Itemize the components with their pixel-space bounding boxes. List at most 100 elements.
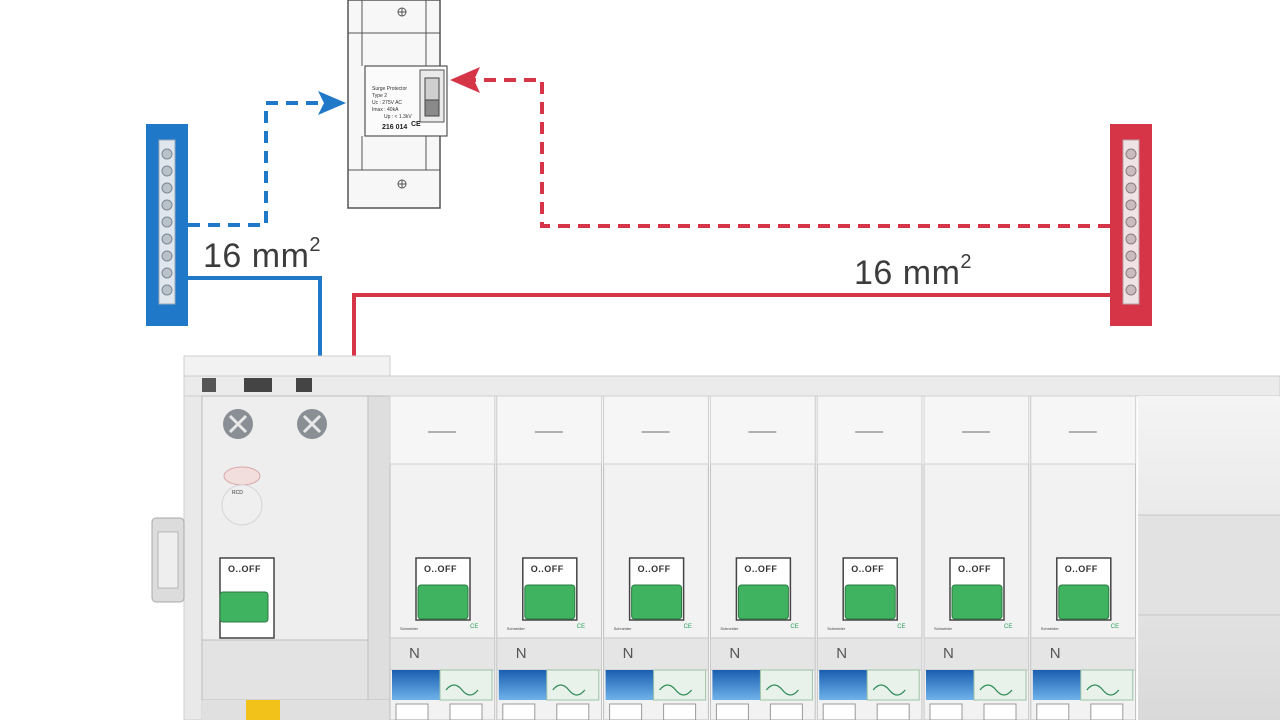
breaker-ce-mark: CE [790, 624, 799, 630]
breaker-off-label: O..OFF [424, 564, 457, 574]
breaker-screw-slot [449, 703, 483, 720]
circuit-breaker [1030, 395, 1137, 720]
breaker-cover [709, 395, 816, 465]
breaker-off-label: O..OFF [637, 564, 671, 574]
breaker-terminal-blue [605, 670, 654, 700]
breaker-toggle [844, 584, 896, 620]
phase-terminal-hole [1125, 165, 1137, 177]
breaker-toggle [951, 584, 1003, 620]
breaker-screw-slot [1090, 703, 1124, 720]
earth-terminal-hole [161, 216, 173, 228]
breaker-ce-mark: CE [1004, 624, 1013, 630]
breaker-terminal-label [546, 669, 600, 701]
phase-cable-size-label: 16 mm2 [854, 251, 972, 293]
breaker-terminal-mark [765, 684, 799, 696]
phase-terminal-hole [1125, 250, 1137, 262]
breaker-screw-slot [556, 703, 590, 720]
surge-protector-ref: 216 014 [382, 124, 408, 131]
breaker-off-label: O..OFF [1064, 564, 1098, 574]
breaker-cover [816, 395, 923, 465]
earth-terminal-hole [161, 284, 173, 296]
circuit-breaker [389, 395, 496, 720]
breaker-neutral-label: N [729, 645, 741, 662]
breaker-brand: Schneider [506, 626, 525, 631]
breaker-terminal-mark [445, 684, 479, 696]
earth-arrow-icon [318, 91, 346, 115]
breaker-toggle [631, 584, 683, 620]
breaker-terminal-label [973, 669, 1027, 701]
breaker-terminal-mark [1086, 684, 1120, 696]
breaker-brand: Schneider [720, 626, 739, 631]
breaker-terminal-blue [926, 670, 974, 700]
surge-protector-line: Type 2 [372, 93, 388, 99]
breaker-screw-slot [929, 703, 963, 720]
breaker-screw-slot [769, 703, 803, 720]
breaker-terminal-label [1080, 669, 1134, 701]
earth-terminal-hole [161, 148, 173, 160]
breaker-cover [923, 395, 1030, 465]
breaker-brand: Schneider [934, 626, 953, 631]
earth-terminal-hole [161, 233, 173, 245]
breaker-off-label: O..OFF [958, 564, 991, 574]
surge-protector-line: Surge Protector [372, 86, 408, 92]
breaker-ce-mark: CE [576, 624, 586, 630]
breaker-cover [496, 395, 603, 465]
surge-protector-ce: CE [411, 121, 421, 128]
earth-wire [188, 276, 322, 358]
surge-protector-line: Uc : 275V AC [372, 100, 403, 106]
breaker-terminal-blue [1032, 670, 1081, 700]
breaker-terminal-label [759, 669, 813, 701]
breaker-cover [603, 395, 709, 465]
earth-terminal-hole [161, 182, 173, 194]
breaker-toggle [737, 584, 789, 620]
breaker-terminal-blue [712, 670, 761, 700]
breaker-terminal-mark [872, 684, 906, 696]
circuit-breaker [923, 395, 1030, 720]
breaker-neutral-strip [1030, 637, 1137, 671]
breaker-brand: Schneider [400, 626, 419, 631]
earth-terminal-hole [161, 199, 173, 211]
breaker-terminal-blue [819, 670, 868, 700]
breaker-screw-slot [1036, 703, 1070, 720]
breaker-neutral-strip [389, 637, 496, 671]
breaker-terminal-blue [498, 670, 547, 700]
breaker-brand: Schneider [1040, 626, 1059, 631]
phase-wire [352, 293, 1110, 358]
breaker-ce-mark: CE [897, 624, 906, 630]
breaker-screw-slot [822, 703, 856, 720]
surge-protector-line: Imax : 40kA [372, 107, 399, 113]
phase-terminal-hole [1125, 148, 1137, 160]
breaker-toggle [417, 584, 469, 620]
earth-bar [146, 124, 188, 326]
breaker-screw-slot [609, 703, 643, 720]
breaker-neutral-label: N [622, 645, 634, 662]
breaker-terminal-blue [392, 670, 440, 700]
phase-terminal-hole [1125, 233, 1137, 245]
breaker-neutral-strip [603, 637, 709, 671]
breaker-terminal-mark [659, 684, 693, 696]
breaker-neutral-label: N [1049, 645, 1061, 662]
breaker-off-label: O..OFF [851, 564, 885, 574]
breaker-screw-slot [876, 703, 910, 720]
distribution-board [151, 355, 1280, 720]
breaker-cover [389, 395, 496, 465]
phase-terminal-hole [1125, 284, 1137, 296]
breaker-neutral-strip [496, 637, 603, 671]
circuit-breaker [496, 395, 603, 720]
phase-dashed-connection [470, 78, 1110, 228]
breaker-off-label: O..OFF [530, 564, 564, 574]
earth-dashed-connection [188, 101, 330, 227]
earth-terminal-hole [161, 165, 173, 177]
phase-terminal-hole [1125, 182, 1137, 194]
surge-protector [347, 0, 448, 209]
breaker-toggle [1058, 584, 1110, 620]
earth-terminal-hole [161, 267, 173, 279]
earth-terminal-hole [161, 250, 173, 262]
phase-terminal-hole [1125, 216, 1137, 228]
phase-cable-size-value: 16 mm [854, 254, 961, 292]
breaker-cover [1030, 395, 1137, 465]
phase-terminal-hole [1125, 199, 1137, 211]
breaker-neutral-strip [923, 637, 1030, 671]
breaker-brand: Schneider [827, 626, 846, 631]
circuit-breaker [816, 395, 923, 720]
